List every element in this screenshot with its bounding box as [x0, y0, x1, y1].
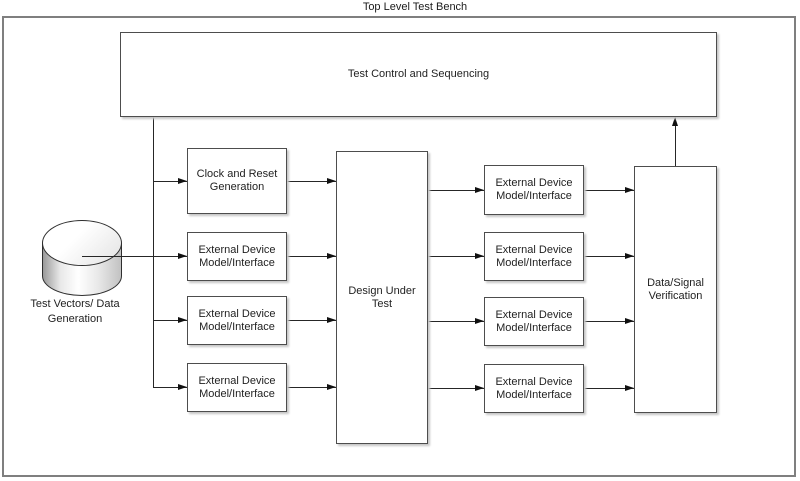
node-design-under-test-label: Design Under Test: [348, 284, 416, 310]
connector-external-right-3-to-verification: [584, 318, 634, 324]
connector-dut-to-external-right-4: [428, 385, 484, 391]
node-external-right-4: External Device Model/Interface: [484, 364, 584, 413]
node-test-control-label: Test Control and Sequencing: [347, 68, 490, 80]
connector-dut-to-external-right-3: [428, 318, 484, 324]
node-verification-label: Data/Signal Verification: [647, 276, 704, 302]
test-vectors-cylinder-icon: [42, 220, 122, 296]
connector-external-left-2-to-dut: [287, 317, 336, 323]
node-external-left-2-label: External Device Model/Interface: [198, 307, 276, 333]
diagram-title: Top Level Test Bench: [362, 1, 468, 13]
node-external-left-2: External Device Model/Interface: [187, 296, 287, 345]
connector-control-to-external-left-2: [153, 317, 187, 323]
connector-external-right-1-to-verification: [584, 187, 634, 193]
connector-verification-to-control: [672, 117, 678, 166]
connector-external-left-1-to-dut: [287, 253, 336, 259]
connector-external-left-3-to-dut: [287, 384, 336, 390]
node-external-left-1: External Device Model/Interface: [187, 232, 287, 281]
connector-external-right-4-to-verification: [584, 385, 634, 391]
connector-control-to-external-left-3: [153, 384, 187, 390]
node-clock-reset-label: Clock and Reset Generation: [196, 168, 278, 193]
connector-control-trunk: [153, 117, 154, 388]
node-external-right-1-label: External Device Model/Interface: [495, 177, 573, 202]
node-test-control: Test Control and Sequencing: [120, 32, 717, 117]
connector-clock-to-dut: [287, 178, 336, 184]
connector-dut-to-external-right-2: [428, 253, 484, 259]
test-vectors-label: Test Vectors/ Data Generation: [30, 298, 120, 325]
node-external-right-3: External Device Model/Interface: [484, 297, 584, 346]
connector-vectors-to-external-left-1: [82, 253, 187, 259]
node-external-right-1: External Device Model/Interface: [484, 165, 584, 215]
connector-control-to-clock: [153, 178, 187, 184]
connector-external-right-2-to-verification: [584, 253, 634, 259]
connector-dut-to-external-right-1: [428, 187, 484, 193]
node-clock-reset: Clock and Reset Generation: [187, 148, 287, 214]
node-external-right-2: External Device Model/Interface: [484, 232, 584, 281]
node-design-under-test: Design Under Test: [336, 151, 428, 444]
testbench-outer-frame: [2, 16, 796, 477]
node-external-right-4-label: External Device Model/Interface: [495, 375, 573, 401]
node-external-right-2-label: External Device Model/Interface: [495, 243, 573, 269]
node-external-left-1-label: External Device Model/Interface: [198, 243, 276, 269]
cylinder-top-ellipse: [42, 220, 122, 266]
node-external-right-3-label: External Device Model/Interface: [495, 308, 573, 334]
node-external-left-3-label: External Device Model/Interface: [198, 374, 276, 400]
node-external-left-3: External Device Model/Interface: [187, 363, 287, 412]
node-verification: Data/Signal Verification: [634, 166, 717, 413]
